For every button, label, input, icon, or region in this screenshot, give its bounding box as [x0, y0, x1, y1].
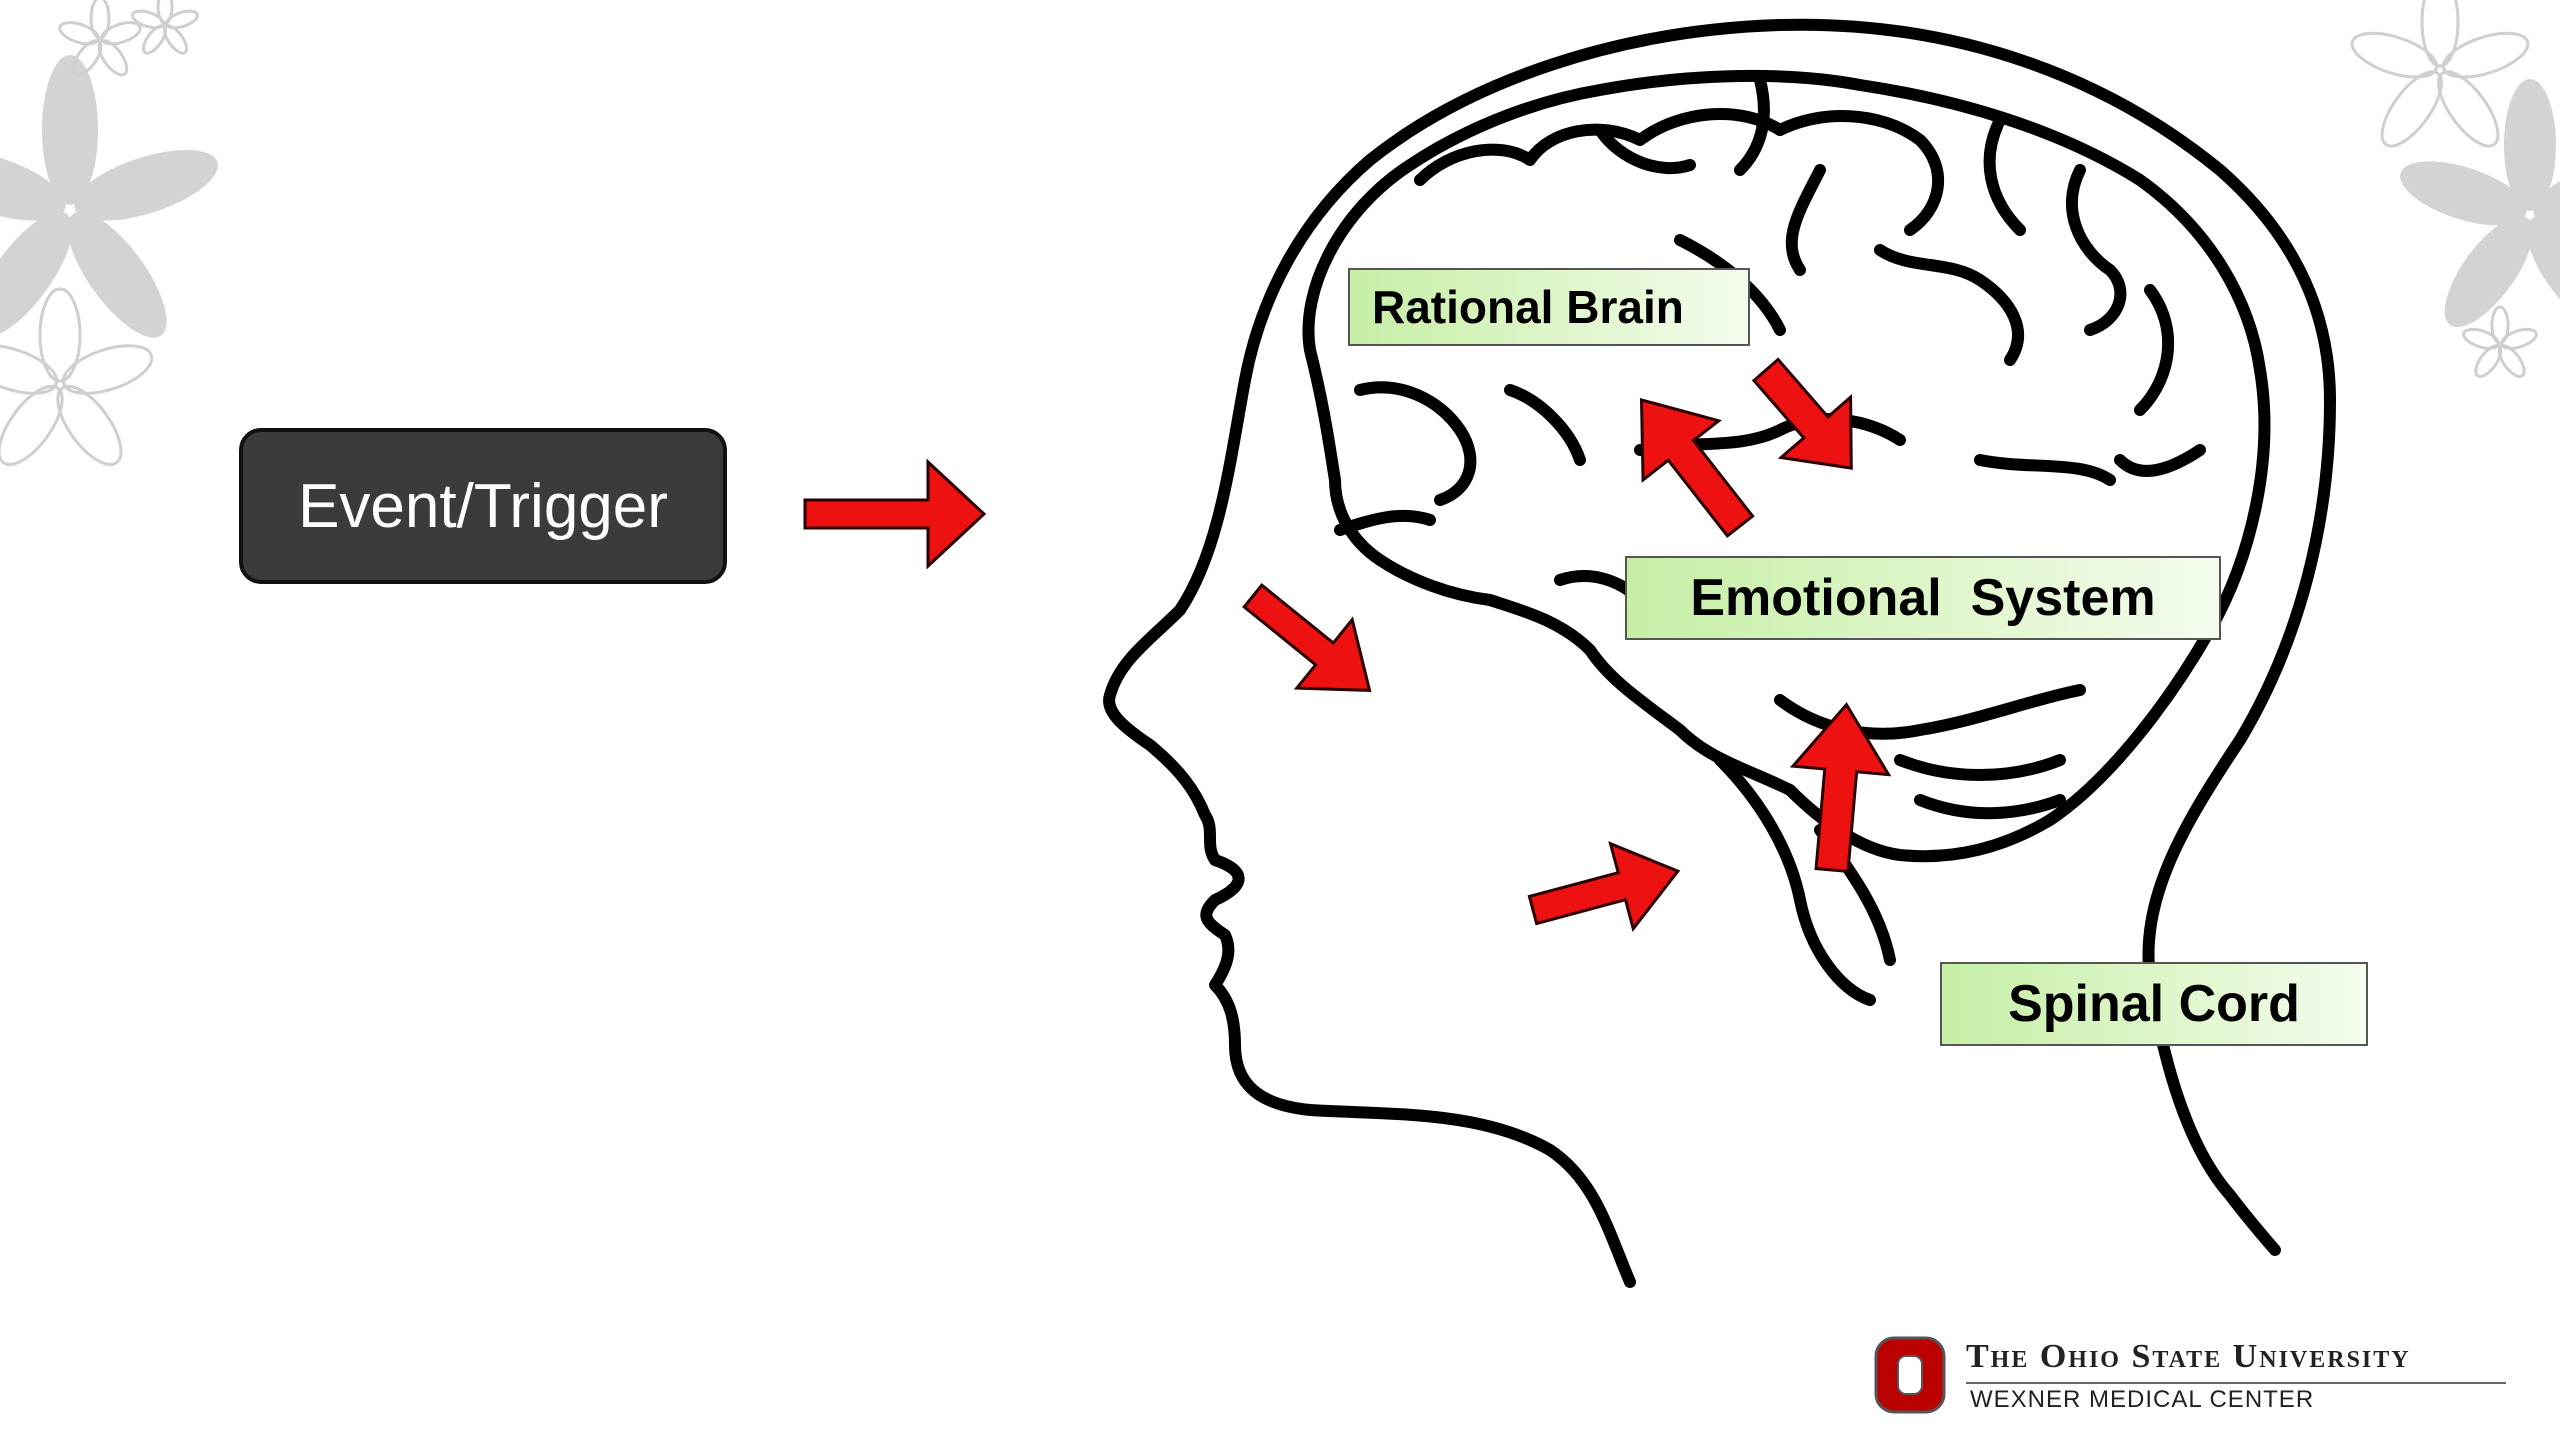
logo-divider: [1966, 1382, 2506, 1384]
rational-brain-label: Rational Brain: [1348, 268, 1750, 346]
spinal-cord-label: Spinal Cord: [1940, 962, 2368, 1046]
emotional-system-text: Emotional System: [1690, 568, 2155, 628]
block-o-logo-icon: [1874, 1336, 1946, 1414]
arrow-icon: [805, 462, 984, 566]
arrow-icon: [1604, 370, 1778, 555]
arrow-icon: [1784, 700, 1894, 874]
arrow-icon: [1225, 562, 1397, 725]
osu-subtitle: WEXNER MEDICAL CENTER: [1970, 1386, 2314, 1414]
event-trigger-box: Event/Trigger: [239, 428, 727, 584]
arrow-icon: [1731, 340, 1886, 498]
emotional-system-label: Emotional System: [1625, 556, 2221, 640]
osu-title: The Ohio State University: [1966, 1338, 2411, 1376]
arrow-icon: [1522, 829, 1690, 953]
osu-wexner-logo: The Ohio State University WEXNER MEDICAL…: [1874, 1336, 2514, 1416]
